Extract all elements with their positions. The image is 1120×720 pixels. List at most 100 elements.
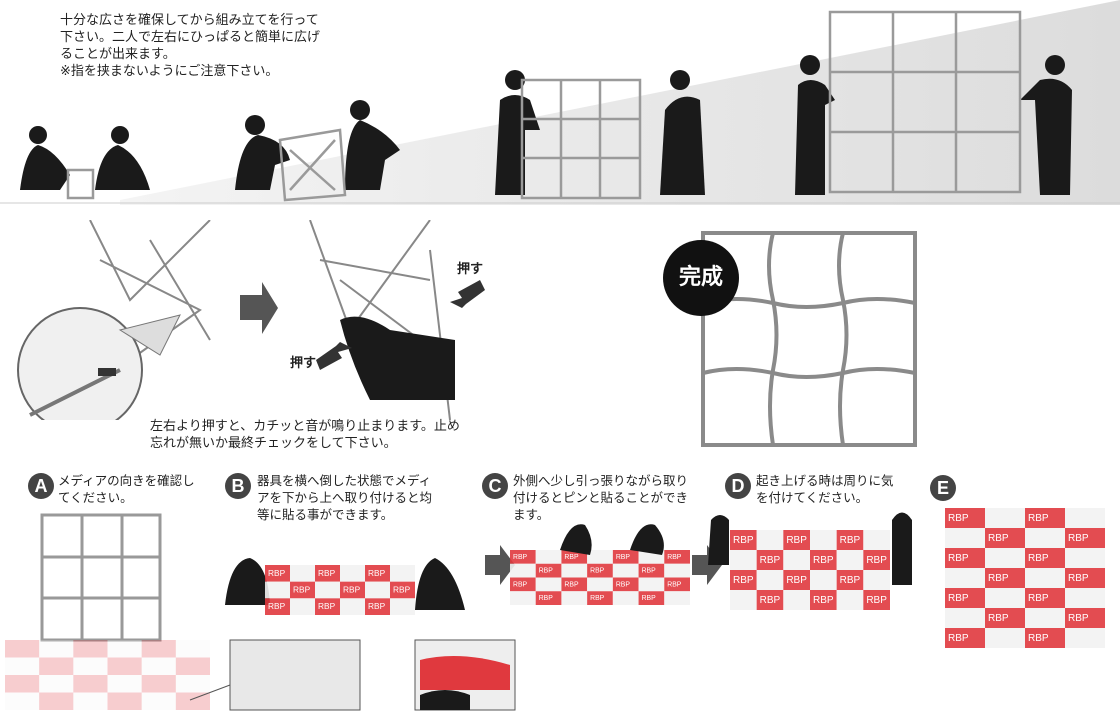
media-brand-logo: RBP (813, 595, 834, 606)
media-brand-logo: RBP (616, 554, 631, 561)
arrow-right-icon (240, 282, 278, 334)
push-arrow-right-icon (450, 280, 485, 308)
media-brand-logo: RBP (667, 554, 682, 561)
media-tile (73, 640, 108, 658)
magnified-connector (17, 307, 143, 420)
media-tile (638, 577, 665, 592)
media-tile (1065, 628, 1105, 648)
media-tile (810, 590, 837, 610)
media-brand-logo: RBP (539, 595, 554, 602)
complete-label: 完成 (678, 265, 723, 290)
media-tile (107, 675, 142, 693)
media-brand-logo: RBP (760, 595, 781, 606)
media-tile (945, 588, 985, 608)
media-tile (340, 581, 365, 599)
media-tile (1025, 588, 1065, 608)
media-tile (985, 528, 1025, 548)
media-tile (510, 577, 536, 592)
media-tile (1025, 508, 1065, 528)
media-brand-logo: RBP (1028, 553, 1049, 564)
hand-silhouette (340, 316, 455, 400)
media-brand-logo: RBP (268, 568, 286, 578)
media-tile (340, 598, 365, 615)
media-tile (612, 550, 639, 564)
media-tile (863, 570, 890, 590)
media-tile (810, 530, 837, 550)
media-brand-logo: RBP (539, 568, 554, 575)
media-tile (107, 692, 142, 710)
media-tile (1065, 568, 1105, 588)
media-tile (535, 591, 562, 605)
media-brand-logo: RBP (840, 535, 861, 546)
media-tile (664, 550, 690, 564)
step-b-silhouettes (225, 558, 465, 610)
media-tile (290, 565, 315, 582)
completed-frame (701, 231, 917, 447)
media-tile (985, 548, 1025, 568)
media-brand-logo: RBP (866, 555, 887, 566)
media-tile (5, 640, 40, 658)
media-brand-logo: RBP (786, 535, 807, 546)
people-silhouettes (20, 55, 1072, 195)
media-tile (756, 550, 784, 570)
media-brand-logo: RBP (667, 581, 682, 588)
media-tile (945, 528, 985, 548)
media-tile (810, 570, 837, 590)
media-tile (315, 581, 340, 599)
media-tile (365, 565, 390, 582)
media-tile (1065, 508, 1105, 528)
media-tile (141, 657, 176, 675)
media-tile (1025, 608, 1065, 628)
media-tile (612, 563, 639, 578)
media-tile (107, 640, 142, 658)
detail-inset-1 (229, 639, 361, 711)
step-d-silhouettes (708, 512, 912, 585)
complete-badge: 完成 (663, 240, 739, 316)
media-brand-logo: RBP (1068, 573, 1089, 584)
media-tile (73, 657, 108, 675)
media-brand-logo: RBP (948, 513, 969, 524)
media-tile (985, 508, 1025, 528)
media-brand-logo: RBP (293, 585, 311, 595)
media-tile (783, 590, 810, 610)
media-brand-logo: RBP (760, 555, 781, 566)
media-tile (836, 530, 864, 550)
media-tile (587, 591, 613, 605)
media-tile (985, 588, 1025, 608)
media-tile (945, 568, 985, 588)
media-tile (587, 563, 613, 578)
step-d-badge: D (725, 473, 751, 499)
media-tile (863, 590, 890, 610)
media-tile (638, 563, 665, 578)
media-tile (365, 598, 390, 615)
media-brand-logo: RBP (564, 581, 579, 588)
media-tile (561, 577, 588, 592)
media-tile (664, 577, 690, 592)
media-tile (836, 590, 864, 610)
media-brand-logo: RBP (642, 595, 657, 602)
media-brand-logo: RBP (786, 575, 807, 586)
step-b-badge: B (225, 473, 251, 499)
push-label-left: 押す (290, 356, 317, 371)
media-tile (985, 568, 1025, 588)
media-tile (730, 570, 757, 590)
media-tile (510, 591, 536, 605)
media-tile (561, 591, 588, 605)
frame-stages (66, 10, 1022, 202)
media-tile (1065, 528, 1105, 548)
media-brand-logo: RBP (948, 633, 969, 644)
media-brand-logo: RBP (513, 554, 528, 561)
media-tile (587, 550, 613, 564)
media-brand-logo: RBP (840, 575, 861, 586)
media-tile (810, 550, 837, 570)
push-label-right: 押す (457, 262, 484, 277)
step-c-badge: C (482, 473, 508, 499)
media-tile (664, 563, 690, 578)
media-tile (265, 598, 290, 615)
media-tile (1025, 568, 1065, 588)
media-tile (863, 530, 890, 550)
media-tile (175, 675, 210, 693)
